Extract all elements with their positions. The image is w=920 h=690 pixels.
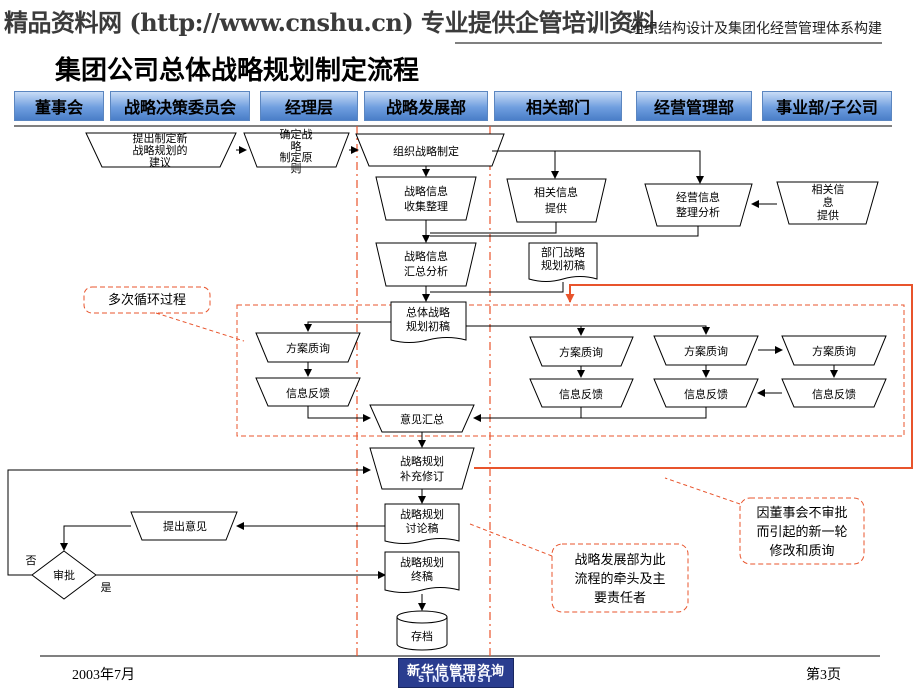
- node-principles-line3: 制定原: [280, 150, 313, 164]
- node-feedback-units-label: 信息反馈: [812, 387, 856, 401]
- node-query-management-label: 方案质询: [286, 341, 330, 355]
- node-feedback-related-label: 信息反馈: [559, 387, 603, 401]
- node-feedback-ops-label: 信息反馈: [684, 387, 728, 401]
- node-final: [384, 551, 460, 593]
- node-discussion: [384, 503, 460, 544]
- node-archive: [396, 610, 448, 651]
- callout-board: [739, 497, 865, 565]
- node-overall-draft: [390, 301, 467, 343]
- node-principles-line4: 则: [291, 162, 302, 175]
- label-no: 否: [26, 554, 37, 567]
- label-yes: 是: [101, 581, 112, 594]
- node-related-info: [506, 178, 607, 223]
- node-feedback-related: [529, 378, 634, 408]
- node-collect-line1: 战略信息: [404, 184, 448, 198]
- node-collect: [375, 176, 477, 221]
- lane-operations-dept: 经营管理部: [636, 91, 752, 121]
- node-query-related-label: 方案质询: [559, 345, 603, 359]
- callout-lead-line1: 战略发展部为此: [574, 552, 665, 568]
- node-approve-label: 审批: [53, 568, 75, 582]
- node-revise-line2: 补充修订: [400, 469, 444, 483]
- node-revise-line1: 战略规划: [400, 454, 444, 468]
- node-final-line2: 终稿: [411, 569, 433, 583]
- node-opinions: [369, 404, 475, 433]
- logo-cn-text: 新华信管理咨询: [406, 664, 505, 679]
- node-query-ops-label: 方案质询: [684, 344, 728, 358]
- node-query-units-label: 方案质询: [812, 344, 856, 358]
- node-principles-line2: 略: [291, 139, 302, 153]
- watermark-title: 精品资料网 (http://www.cnshu.cn) 专业提供企管培训资料: [4, 8, 657, 37]
- callout-board-line3: 修改和质询: [769, 544, 834, 559]
- node-feedback-ops: [653, 378, 759, 408]
- node-revise: [369, 447, 475, 490]
- loop-back-arrow: [474, 284, 913, 469]
- node-collect-line2: 收集整理: [404, 199, 448, 213]
- callout-loop-text: 多次循环过程: [108, 292, 186, 308]
- node-organize: [355, 133, 505, 167]
- lane-board: 董事会: [14, 91, 104, 121]
- page-title: 集团公司总体战略规划制定流程: [55, 56, 420, 86]
- node-discussion-line1: 战略规划: [400, 507, 444, 521]
- node-summary: [375, 242, 477, 287]
- node-summary-line2: 汇总分析: [404, 264, 448, 278]
- node-discussion-line2: 讨论稿: [406, 521, 439, 535]
- node-opinions-label: 意见汇总: [400, 412, 444, 426]
- node-suggest: [85, 132, 237, 168]
- node-dept-draft-line1: 部门战略: [541, 245, 585, 259]
- node-suggest-line2: 战略规划的: [133, 143, 188, 157]
- node-archive-label: 存档: [411, 629, 433, 643]
- deck-title: 组织结构设计及集团化经营管理体系构建: [630, 21, 882, 37]
- node-ops-info-line1: 经营信息: [676, 190, 720, 204]
- node-query-management: [255, 332, 361, 363]
- node-suggest-line1: 提出制定新: [133, 131, 188, 145]
- lane-business-units: 事业部/子公司: [762, 91, 892, 121]
- logo-en-text: SINOTRUST: [417, 675, 494, 685]
- node-feedback-units: [781, 378, 887, 408]
- node-related-info-line1: 相关信息: [534, 185, 578, 199]
- node-raise: [130, 511, 238, 541]
- node-final-line1: 战略规划: [400, 555, 444, 569]
- node-dept-draft: [528, 242, 598, 282]
- node-feedback-management-label: 信息反馈: [286, 386, 330, 400]
- node-query-related: [529, 336, 634, 367]
- loop-region: [236, 304, 905, 437]
- node-unit-info-line1: 相关信: [812, 182, 845, 196]
- lane-related-depts: 相关部门: [494, 91, 622, 121]
- sinotrust-logo: 新华信管理咨询 SINOTRUST: [398, 658, 514, 688]
- node-principles: [243, 132, 350, 168]
- node-organize-label: 组织战略制定: [393, 144, 459, 158]
- node-overall-draft-line2: 规划初稿: [406, 319, 450, 333]
- lane-strategy-committee: 战略决策委员会: [110, 91, 250, 121]
- footer-date: 2003年7月: [72, 668, 135, 683]
- node-unit-info-line2: 息: [823, 195, 834, 209]
- callout-lead-line2: 流程的牵头及主: [574, 571, 665, 587]
- node-query-ops: [653, 335, 759, 366]
- node-raise-label: 提出意见: [163, 519, 207, 533]
- node-ops-info: [644, 183, 753, 227]
- lane-management: 经理层: [260, 91, 358, 121]
- node-approve: [31, 550, 97, 600]
- node-principles-line1: 确定战: [280, 127, 313, 141]
- node-unit-info-line3: 提供: [817, 208, 839, 222]
- callout-board-line1: 因董事会不审批: [756, 506, 847, 521]
- node-overall-draft-line1: 总体战略: [406, 305, 450, 319]
- lane-strategy-dept: 战略发展部: [364, 91, 488, 121]
- node-feedback-management: [255, 377, 361, 407]
- node-suggest-line3: 建议: [149, 155, 171, 169]
- callout-loop: [83, 286, 211, 314]
- node-unit-info: [776, 181, 879, 225]
- node-query-units: [781, 335, 887, 366]
- callout-lead: [551, 543, 689, 613]
- node-related-info-line2: 提供: [545, 201, 567, 215]
- callout-board-line2: 而引起的新一轮: [756, 524, 847, 540]
- node-dept-draft-line2: 规划初稿: [541, 258, 585, 272]
- callout-lead-line3: 要责任者: [594, 591, 646, 606]
- page-number: 第3页: [806, 668, 841, 683]
- node-ops-info-line2: 整理分析: [676, 205, 720, 219]
- node-summary-line1: 战略信息: [404, 249, 448, 263]
